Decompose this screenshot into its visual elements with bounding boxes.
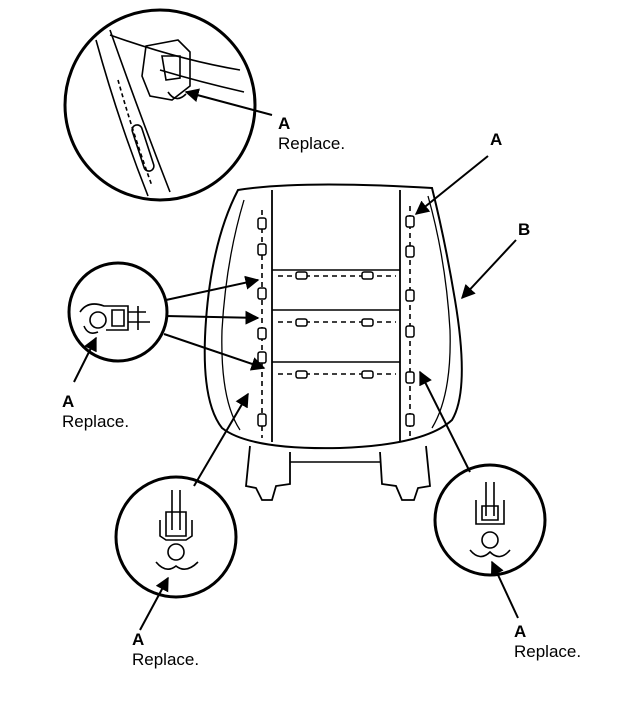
- hog-ring-clip-detail: [475, 500, 505, 525]
- hog-ring-clip: [257, 243, 267, 256]
- hog-ring-clip-detail: [141, 39, 191, 101]
- detail-circle-top-outline: [63, 8, 257, 202]
- detail-circle-bottom-left: [114, 475, 238, 599]
- detail-circle-top: [63, 8, 257, 202]
- hog-ring-clip-detail: [167, 91, 187, 100]
- hog-ring-clip: [405, 325, 415, 338]
- hog-ring-clip-detail: [469, 549, 511, 558]
- leader-arrow-bottom-right-callout: [490, 560, 519, 619]
- cover-wire: [171, 490, 181, 530]
- hog-ring-line: [117, 79, 153, 187]
- hog-ring-clip-detail: [79, 303, 129, 331]
- detail-circle-left: [67, 261, 169, 363]
- hog-ring-clip-detail: [155, 561, 199, 570]
- center-panel: [271, 190, 401, 442]
- hog-ring-clip: [295, 370, 308, 379]
- hog-ring-clip-detail: [128, 306, 150, 330]
- leader-arrow-bottom-left-detail: [193, 392, 249, 487]
- hog-ring-clip-detail: [165, 511, 187, 537]
- hog-ring-clip: [257, 327, 267, 340]
- frame-edge: [95, 39, 149, 197]
- frame-edge: [109, 29, 171, 193]
- hog-ring-clip-detail: [111, 309, 125, 327]
- leader-arrow-left-detail-1: [165, 275, 260, 301]
- hog-ring-clip: [257, 351, 267, 364]
- detail-circle-bottom-right: [433, 463, 547, 577]
- hog-ring-clip-detail: [481, 505, 499, 521]
- seat-back-frame-left-leg: [245, 445, 291, 501]
- callout-bottom-right: A Replace.: [514, 622, 581, 662]
- leader-arrow-top-callout: [184, 88, 273, 116]
- hog-ring-icon: [481, 531, 499, 549]
- leader-arrow-left-callout: [73, 336, 97, 383]
- callout-letter: A: [514, 622, 527, 641]
- leader-arrow-left-detail-3: [163, 333, 266, 371]
- callout-letter: A: [132, 630, 145, 649]
- hog-ring-clip: [257, 287, 267, 300]
- hog-ring-clip: [405, 371, 415, 384]
- hog-ring-clip: [405, 289, 415, 302]
- hog-ring-clip: [361, 271, 374, 280]
- hog-ring-clip-detail: [161, 55, 181, 81]
- hog-ring-clips: [257, 215, 415, 427]
- seat-back-cushion: [203, 183, 463, 501]
- callout-left: A Replace.: [62, 392, 129, 432]
- hog-ring-clip: [295, 318, 308, 327]
- cover-wire: [159, 69, 245, 93]
- callout-bottom-left: A Replace.: [132, 630, 199, 670]
- hog-ring-clip: [405, 413, 415, 427]
- slot-in-frame: [131, 124, 155, 172]
- leader-arrow-left-detail-2: [165, 310, 260, 325]
- callout-letter: A: [62, 392, 75, 411]
- hog-ring-clip: [405, 245, 415, 258]
- right-bolster-contour: [427, 195, 451, 429]
- callout-action: Replace.: [514, 642, 582, 661]
- hog-ring-clip: [361, 370, 374, 379]
- hog-ring-clip-detail: [83, 325, 99, 334]
- detail-circle-bottom-left-outline: [114, 475, 238, 599]
- hog-ring-clip-detail: [159, 520, 193, 541]
- leader-arrows: [73, 88, 519, 631]
- leader-arrow-part-b: [461, 239, 517, 300]
- hog-ring-icon: [167, 543, 185, 561]
- hog-ring-clip: [257, 413, 267, 427]
- left-bolster-contour: [221, 199, 245, 431]
- cover-wire: [485, 482, 495, 516]
- hog-ring-clip: [361, 318, 374, 327]
- hog-ring-clip: [257, 217, 267, 230]
- part-label-b: B: [518, 220, 531, 239]
- hog-ring-clip: [405, 215, 415, 228]
- hog-ring-lines: [261, 206, 411, 438]
- leader-arrow-bottom-right-detail: [419, 370, 471, 473]
- callout-letter: A: [278, 114, 291, 133]
- seat-back-outline: [203, 183, 463, 450]
- callout-action: Replace.: [278, 134, 346, 153]
- leader-arrow-bottom-left-callout: [139, 576, 169, 631]
- leader-arrow-part-a: [414, 155, 489, 215]
- hog-ring-clip: [295, 271, 308, 280]
- callout-action: Replace.: [132, 650, 200, 669]
- detail-circle-left-outline: [67, 261, 169, 363]
- seat-back-frame-right-leg: [379, 445, 431, 501]
- hog-ring-icon: [89, 311, 107, 329]
- callout-top: A Replace.: [278, 114, 345, 154]
- callout-action: Replace.: [62, 412, 130, 431]
- part-label-a: A: [490, 130, 503, 149]
